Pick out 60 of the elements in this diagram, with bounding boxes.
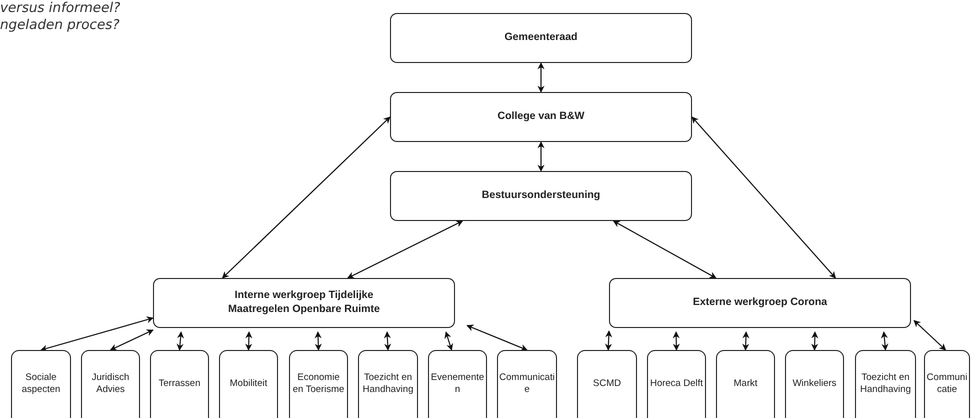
double-arrow [444, 331, 454, 351]
double-arrow [742, 331, 750, 351]
box-label: Communicatie [499, 372, 555, 396]
double-arrow [692, 116, 836, 279]
team-box [497, 350, 557, 418]
box-label: Communicatie [926, 372, 968, 396]
organisation-box [390, 171, 692, 221]
team-box [11, 350, 71, 418]
team-box [289, 350, 348, 418]
team-box [647, 350, 706, 418]
box-label: Economie en Toerisme [292, 372, 346, 396]
double-arrow [612, 220, 717, 278]
double-arrow [811, 331, 818, 351]
box-label: SCMD [593, 378, 621, 390]
note-text: versus informeel? [0, 0, 120, 16]
double-arrow [245, 331, 252, 351]
team-box [855, 350, 916, 418]
box-label: Toezicht en Handhaving [362, 372, 414, 396]
double-arrow [466, 324, 528, 351]
team-box [577, 350, 637, 418]
team-box [81, 350, 140, 418]
organisation-box [609, 278, 911, 328]
double-arrow [384, 331, 392, 351]
organisation-box [153, 278, 455, 328]
double-arrow [176, 331, 184, 351]
note-text: ngeladen proces? [0, 17, 120, 33]
team-box [785, 350, 844, 418]
box-label: Externe werkgroep Corona [692, 296, 828, 310]
double-arrow [40, 316, 154, 352]
box-label: Evenementen [430, 372, 485, 396]
box-label: Toezicht en Handhaving [859, 372, 912, 396]
box-label: Markt [734, 378, 758, 390]
double-arrow [222, 116, 390, 278]
organisation-box [390, 13, 692, 63]
double-arrow [604, 330, 612, 351]
box-label: Interne werkgroep Tijdelijke Maatregelen Openbare Ruimte [227, 289, 381, 317]
double-arrow [880, 331, 888, 351]
box-label: Bestuursondersteuning [482, 189, 600, 203]
team-box [358, 350, 418, 418]
team-box [924, 350, 970, 418]
team-box [150, 350, 209, 418]
box-label: Horeca Delft [650, 378, 703, 390]
team-box [219, 350, 278, 418]
team-box [428, 350, 487, 418]
team-box [716, 350, 775, 418]
box-label: Sociale aspecten [20, 372, 62, 396]
double-arrow [914, 320, 946, 350]
double-arrow [110, 330, 154, 350]
double-arrow [347, 220, 464, 278]
box-label: Juridisch Advies [90, 372, 130, 396]
organisation-box [390, 92, 692, 142]
box-label: Gemeenteraad [504, 31, 578, 45]
box-label: Mobiliteit [230, 378, 268, 390]
box-label: Terrassen [158, 378, 200, 390]
double-arrow [538, 141, 544, 172]
double-arrow [314, 331, 322, 351]
box-label: College van B&W [498, 110, 584, 124]
double-arrow [672, 331, 680, 351]
double-arrow [538, 62, 544, 93]
box-label: Winkeliers [792, 378, 836, 390]
